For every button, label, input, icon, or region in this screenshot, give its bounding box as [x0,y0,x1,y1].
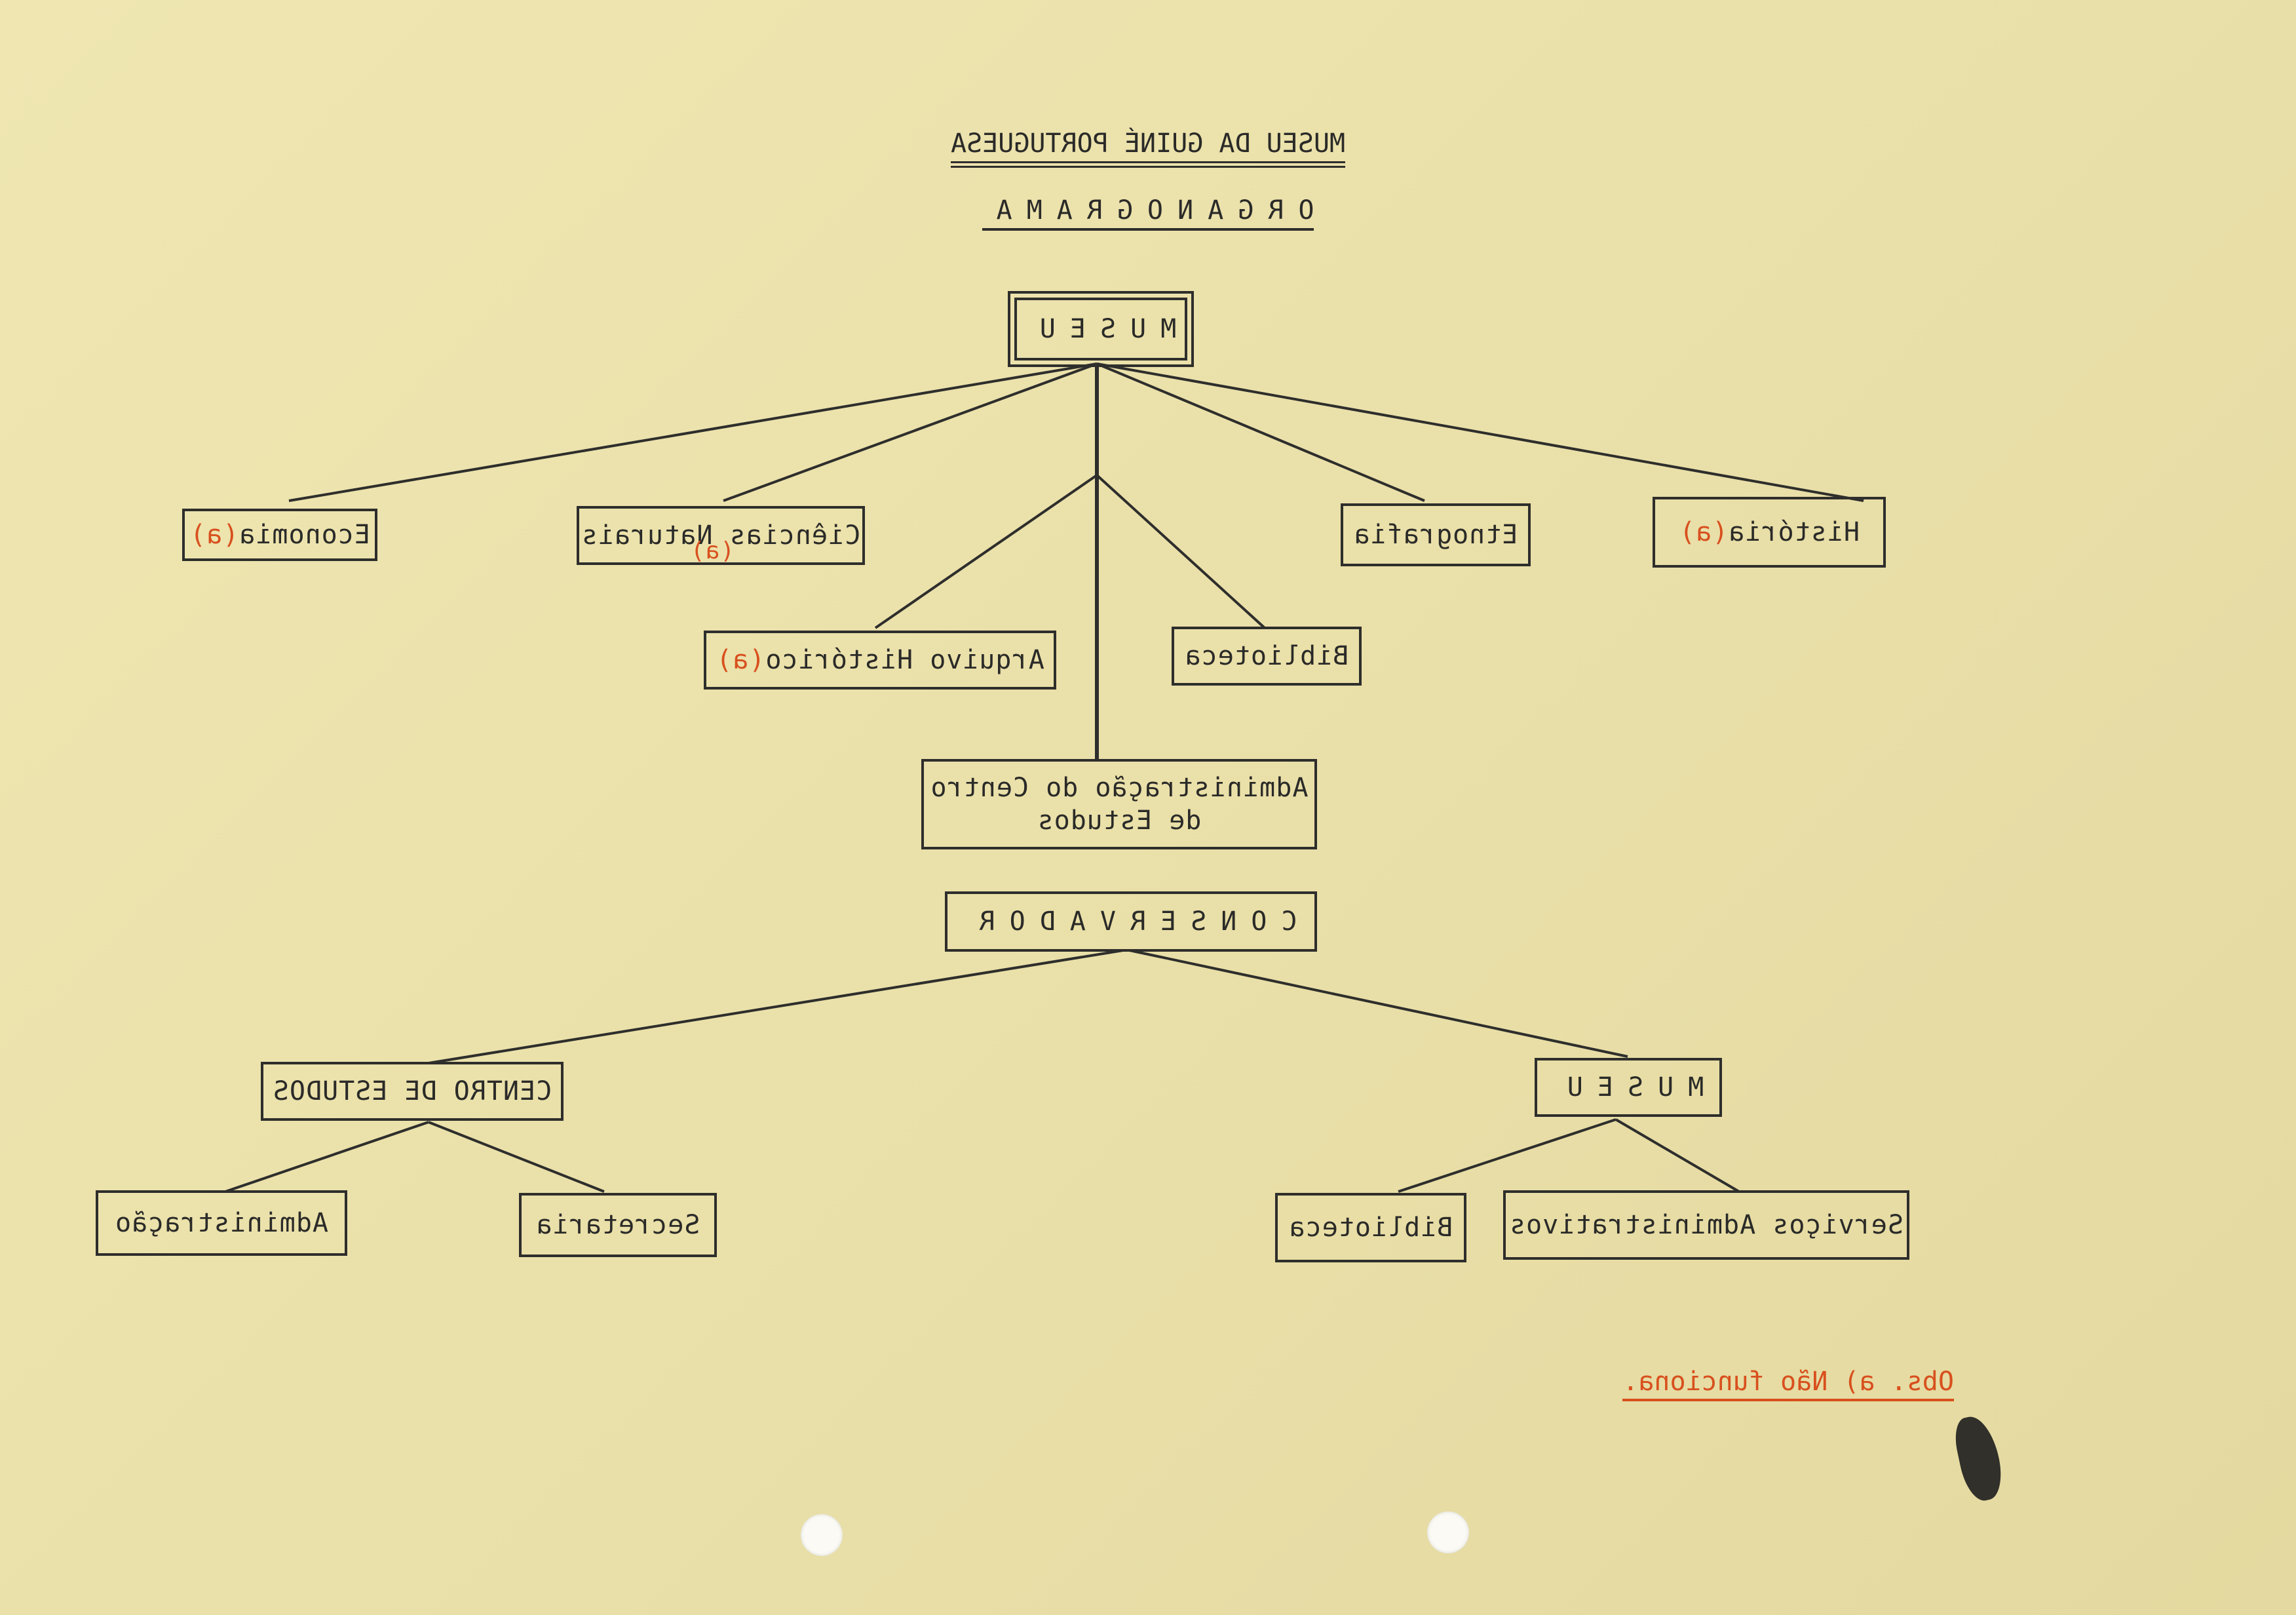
punch-hole-left [801,1514,843,1556]
line-museu-ciencias [723,362,1098,502]
node-arquivo-historico: Arquivo Histórico(a) [704,631,1056,690]
line-fork-biblioteca [1096,474,1266,629]
node-historia: História (a) [1653,497,1886,568]
line-museu-servicos [1615,1118,1740,1193]
node-servicos-administrativos: Serviços Administrativos [1503,1190,1909,1260]
node-secretaria: Secretaria [519,1193,717,1257]
node-centro-estudos: CENTRO DE ESTUDOS [261,1062,564,1121]
line-museu-historia [1096,362,1864,502]
line-centro-secretaria [428,1121,605,1193]
node-administracao: Administração [96,1190,347,1256]
node-conservador: CONSERVADOR [945,891,1317,952]
line-museu-etnografia [1096,362,1425,502]
node-administracao-centro: Administração do Centro de Estudos [921,759,1317,849]
line-conservador-centro [428,949,1124,1064]
node-museu-root: MUSEU [1008,291,1194,367]
line-centro-administracao [225,1121,429,1193]
node-etnografia: Etnografia [1341,503,1531,566]
node-biblioteca: Biblioteca [1172,627,1362,686]
node-ciencias-naturais: Ciências Naturais (a) [577,506,865,565]
line-museu-biblioteca [1398,1118,1617,1193]
line-museu-economia [288,362,1098,502]
line-conservador-museu [1129,949,1628,1058]
node-economia: Economia(a) [182,509,377,561]
node-museu: MUSEU [1535,1058,1722,1117]
document-subtitle: ORGANOGRAMA [0,195,2296,231]
footnote: Obs. a) Não funciona. [1622,1367,1954,1401]
document-title: MUSEU DA GUINÉ PORTUGUESA [0,128,2296,168]
punch-hole-right [1427,1511,1469,1553]
node-biblioteca-museu: Biblioteca [1275,1193,1466,1262]
line-fork-arquivo [874,474,1098,629]
